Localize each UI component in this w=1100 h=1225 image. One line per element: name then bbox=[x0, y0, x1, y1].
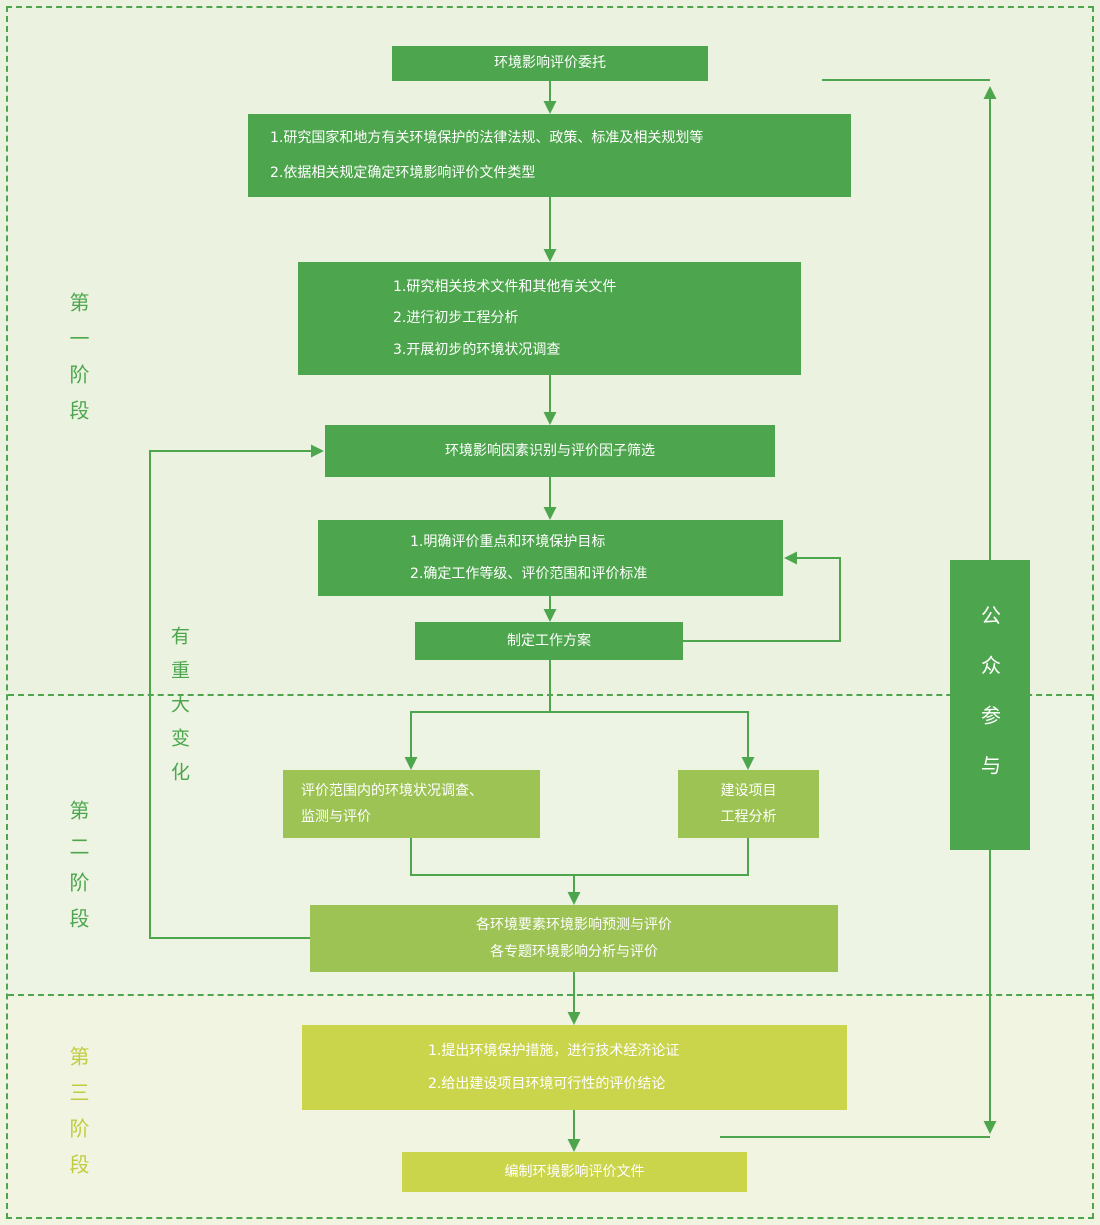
node-public-participation: 公众参与 bbox=[950, 560, 1030, 850]
feedback-workplan-to-targets bbox=[683, 551, 841, 642]
branch-to-survey bbox=[404, 711, 550, 770]
public-participation-label: 公众参与 bbox=[977, 605, 1002, 805]
node-tech-documents: 1.研究相关技术文件和其他有关文件 2.进行初步工程分析 3.开展初步的环境状况… bbox=[298, 262, 801, 375]
node-entrust: 环境影响评价委托 bbox=[392, 46, 708, 81]
node-key-targets: 1.明确评价重点和环境保护目标 2.确定工作等级、评价范围和评价标准 bbox=[318, 520, 783, 596]
node-env-survey: 评价范围内的环境状况调查、 监测与评价 bbox=[283, 770, 540, 838]
branch-to-project-analysis bbox=[550, 711, 755, 770]
merge-from-project-analysis bbox=[574, 838, 749, 876]
major-change-label: 有重大变化 bbox=[168, 626, 190, 796]
stage2-label: 第二阶段 bbox=[66, 800, 90, 944]
merge-from-survey bbox=[410, 838, 574, 876]
node-factor-screening: 环境影响因素识别与评价因子筛选 bbox=[325, 425, 775, 477]
node-impact-prediction: 各环境要素环境影响预测与评价 各专题环境影响分析与评价 bbox=[310, 905, 838, 972]
node-project-analysis: 建设项目 工程分析 bbox=[678, 770, 819, 838]
node-work-plan: 制定工作方案 bbox=[415, 622, 683, 660]
node-research-laws: 1.研究国家和地方有关环境保护的法律法规、政策、标准及相关规划等 2.依据相关规… bbox=[248, 114, 851, 197]
stage-divider-2 bbox=[8, 994, 1092, 996]
feedback-major-change-loop bbox=[149, 444, 324, 939]
node-protection-measures: 1.提出环境保护措施，进行技术经济论证 2.给出建设项目环境可行性的评价结论 bbox=[302, 1025, 847, 1110]
stage3-label: 第三阶段 bbox=[66, 1046, 90, 1190]
stage1-label: 第一阶段 bbox=[66, 292, 90, 436]
node-compile-report: 编制环境影响评价文件 bbox=[402, 1152, 747, 1192]
